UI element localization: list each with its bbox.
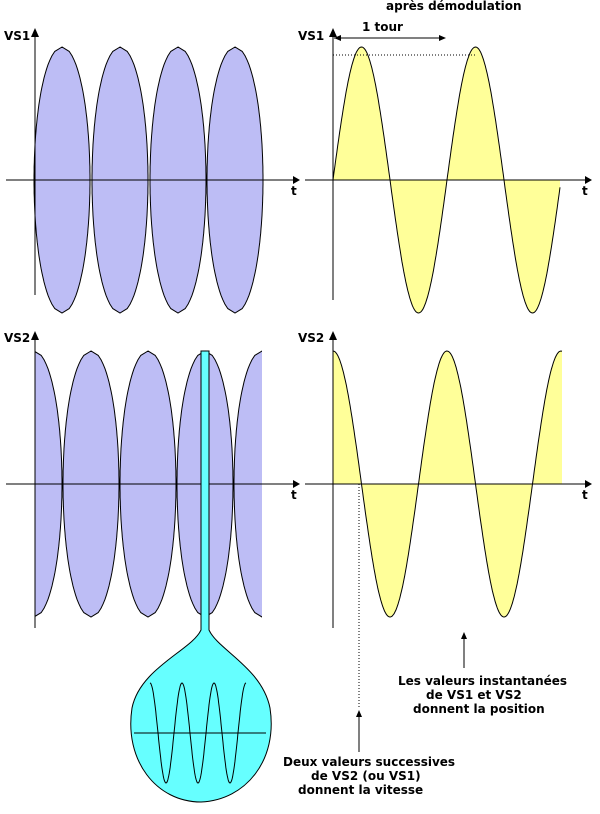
note-speed: Deux valeurs successives de VS2 (ou VS1)… <box>283 484 455 797</box>
panel-bottom-left: VS2 t <box>4 331 300 628</box>
bl-y-arrow-icon <box>31 331 39 340</box>
zoom-probe-shape <box>130 350 272 803</box>
note-position-line-3: donnent la position <box>413 702 545 716</box>
note-position-line-2: de VS1 et VS2 <box>426 688 522 702</box>
bl-y-label: VS2 <box>4 331 30 345</box>
br-x-label: t <box>582 488 588 502</box>
br-t-arrow-icon <box>585 480 592 488</box>
tl-x-label: t <box>291 184 297 198</box>
period-arrow-left-icon <box>334 35 341 41</box>
zoom-inner-wave <box>149 682 247 784</box>
note-speed-line-2: de VS2 (ou VS1) <box>311 769 421 783</box>
vs1-demodulated-curve <box>332 46 561 314</box>
br-y-label: VS2 <box>298 331 324 345</box>
period-arrow-right-icon <box>439 35 446 41</box>
bl-t-arrow-icon <box>293 480 300 488</box>
note-position-line-1: Les valeurs instantanées <box>398 674 567 688</box>
tr-y-label: VS1 <box>298 29 324 43</box>
panel-top-left: VS1 t <box>4 28 300 314</box>
zoom-probe <box>130 350 272 803</box>
tr-t-arrow-icon <box>585 176 592 184</box>
tr-x-label: t <box>582 184 588 198</box>
note-position-arrow-icon <box>461 632 467 639</box>
period-label: 1 tour <box>362 20 403 34</box>
vs2-demodulated-curve <box>332 350 563 618</box>
title-apres-demodulation: après démodulation <box>386 0 522 13</box>
panel-bottom-right: VS2 t <box>298 331 592 628</box>
note-speed-line-1: Deux valeurs successives <box>283 755 455 769</box>
tl-y-arrow-icon <box>31 28 39 37</box>
note-position: Les valeurs instantanées de VS1 et VS2 d… <box>398 632 567 716</box>
note-speed-line-3: donnent la vitesse <box>298 783 423 797</box>
tl-t-arrow-icon <box>293 176 300 184</box>
note-speed-arrow-icon <box>356 710 362 717</box>
br-y-arrow-icon <box>329 331 337 340</box>
bl-x-label: t <box>291 488 297 502</box>
tl-y-label: VS1 <box>4 29 30 43</box>
panel-top-right: VS1 t 1 tour <box>298 20 592 314</box>
tr-y-arrow-icon <box>329 28 337 37</box>
